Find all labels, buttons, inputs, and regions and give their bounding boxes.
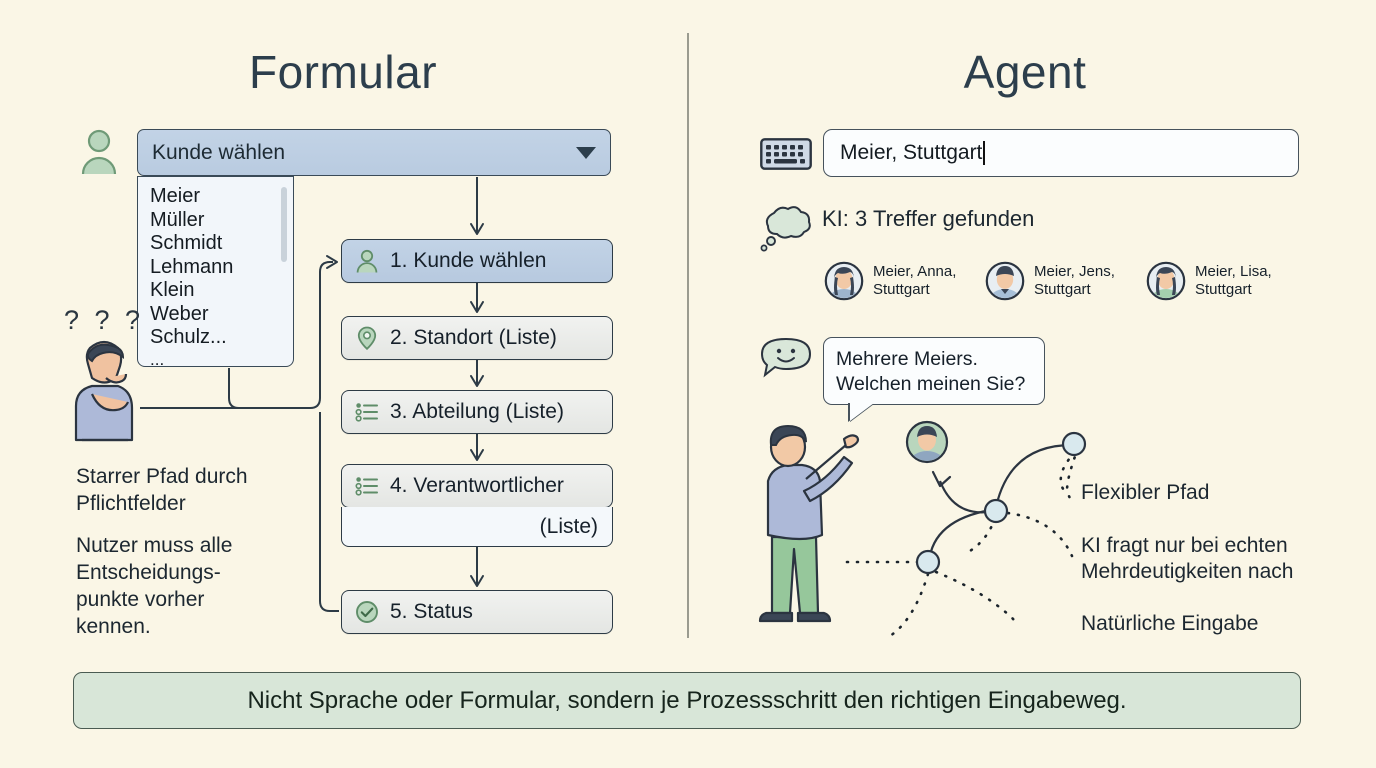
avatar-male-icon [985,261,1025,301]
question-marks: ? ? ? [64,305,145,335]
step-label: 3. Abteilung (Liste) [390,400,564,423]
list-item[interactable]: Müller [150,208,205,231]
step-label: 1. Kunde wählen [390,249,547,272]
step-label: 5. Status [390,600,473,623]
step-2[interactable]: 2. Standort (Liste) [341,316,613,360]
step-sublabel: (Liste) [539,514,598,538]
person-icon [356,249,378,273]
person-icon [81,129,117,175]
path-node-2 [983,498,1009,524]
agent-search-input[interactable]: Meier, Stuttgart [823,129,1299,177]
customer-select-label: Kunde wählen [152,140,286,164]
result-name: Meier, Jens, Stuttgart [1034,263,1115,298]
list-item[interactable]: ... [150,349,165,367]
panel-divider [687,33,689,638]
list-icon [355,477,378,496]
pointing-person-illustration [758,424,860,623]
path-node-3 [915,549,941,575]
annotation-1: Flexibler Pfad [1081,481,1210,504]
left-caption-2: Nutzer muss alle Entscheidungs- punkte v… [76,534,233,638]
left-caption-1: Starrer Pfad durch Pflichtfelder [76,465,248,515]
agent-input-value: Meier, Stuttgart [840,141,983,164]
result-name: Meier, Anna, Stuttgart [873,263,957,298]
right-panel-title: Agent [963,46,1087,98]
list-icon [355,403,378,422]
step-label: 2. Standort (Liste) [390,326,557,349]
result-chip-1[interactable]: Meier, Anna, Stuttgart [824,261,956,301]
customer-select-list[interactable]: Meier Müller Schmidt Lehmann Klein Weber… [137,176,294,367]
check-circle-icon [356,601,378,623]
avatar-female-icon [824,261,864,301]
step-4-sublabel-row[interactable]: (Liste) [341,507,613,547]
list-item[interactable]: Schulz... [150,326,227,348]
result-name: Meier, Lisa, Stuttgart [1195,263,1272,298]
list-item[interactable]: Klein [150,279,195,301]
summary-banner-text: Nicht Sprache oder Formular, sondern je … [247,686,1127,714]
selected-avatar-icon[interactable] [905,420,949,464]
agent-question-bubble: Mehrere Meiers. Welchen meinen Sie? [823,337,1045,405]
keyboard-icon [760,138,812,170]
step-label: 4. Verantwortlicher [390,474,564,497]
list-item[interactable]: Weber [150,302,209,325]
list-item[interactable]: Lehmann [150,255,234,278]
step-5[interactable]: 5. Status [341,590,613,634]
customer-select-header[interactable]: Kunde wählen [137,129,611,176]
step-4[interactable]: 4. Verantwortlicher [341,464,613,508]
smiley-chat-icon [760,337,812,378]
list-item[interactable]: Schmidt [150,232,223,254]
step-3[interactable]: 3. Abteilung (Liste) [341,390,613,434]
text-cursor [983,141,986,165]
avatar-female-icon [1146,261,1186,301]
thought-cloud-icon [760,206,811,252]
chevron-down-icon[interactable] [576,146,596,159]
location-pin-icon [357,326,377,351]
annotation-2: KI fragt nur bei echten Mehrdeutigkeiten… [1081,534,1294,583]
list-scrollbar[interactable] [281,187,287,262]
result-chip-3[interactable]: Meier, Lisa, Stuttgart [1146,261,1272,301]
list-item[interactable]: Meier [150,185,201,207]
path-node-1 [1061,431,1087,457]
left-panel-title: Formular [248,46,438,98]
ki-status-text: KI: 3 Treffer gefunden [822,206,1035,231]
summary-banner: Nicht Sprache oder Formular, sondern je … [73,672,1301,729]
result-chip-2[interactable]: Meier, Jens, Stuttgart [985,261,1115,301]
step-1[interactable]: 1. Kunde wählen [341,239,613,283]
confused-person-illustration [74,340,134,442]
annotation-3: Natürliche Eingabe [1081,612,1259,635]
